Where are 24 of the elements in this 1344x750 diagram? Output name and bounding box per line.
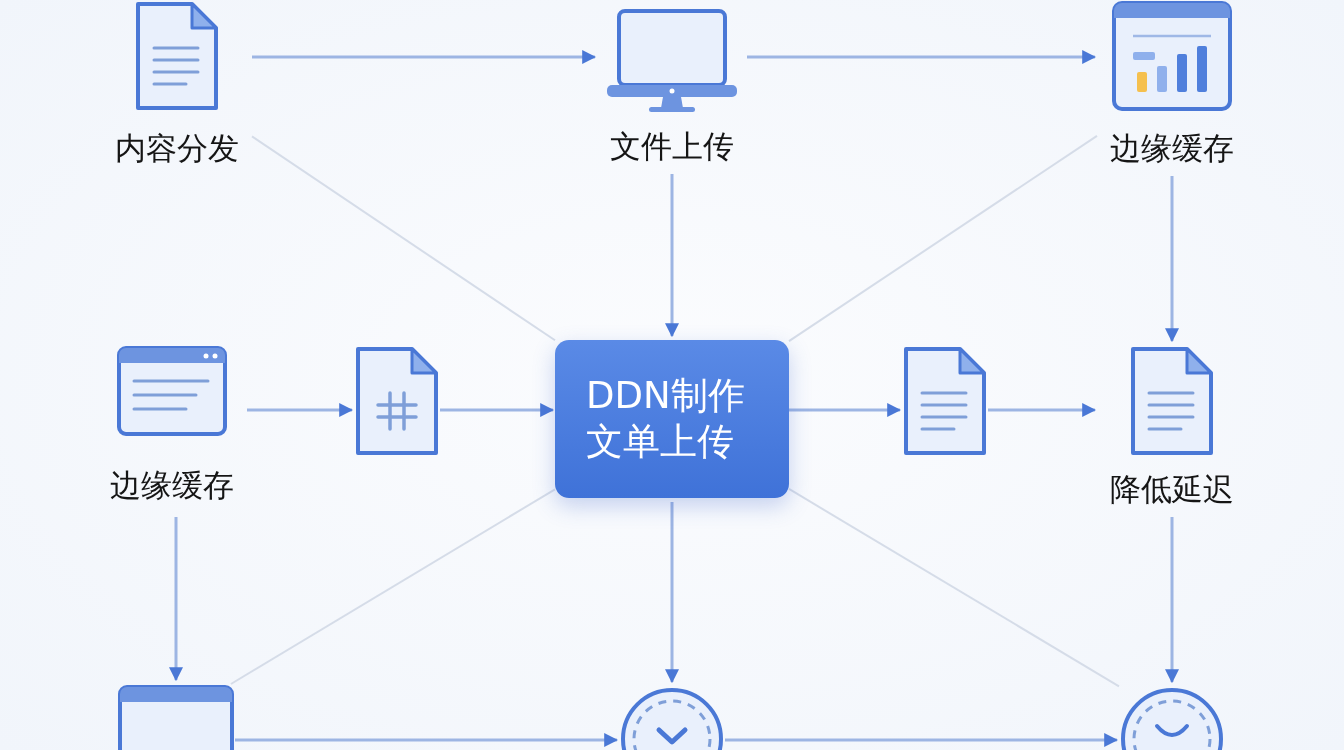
- node-label: 文件上传: [610, 128, 734, 166]
- arrow: [665, 174, 679, 338]
- arrow: [169, 517, 183, 682]
- arrow: [988, 403, 1097, 417]
- arrow: [747, 50, 1097, 64]
- arrow: [789, 403, 902, 417]
- process-box: [555, 340, 789, 498]
- connector-line: [251, 135, 556, 342]
- arrow: [1165, 176, 1179, 343]
- node-label: 内容分发: [115, 130, 239, 168]
- arrow: [247, 403, 354, 417]
- arrow: [235, 733, 619, 747]
- box-label: DDN制作文单上传: [586, 372, 746, 465]
- arrow: [725, 733, 1119, 747]
- node-label: 边缘缓存: [1110, 130, 1234, 168]
- arrow: [252, 50, 597, 64]
- node-label: 降低延迟: [1110, 471, 1234, 509]
- arrow: [1165, 517, 1179, 684]
- connector-line: [229, 488, 556, 685]
- connector-line: [788, 487, 1120, 688]
- connector-line: [788, 134, 1098, 343]
- node-label: 边缘缓存: [110, 467, 234, 505]
- arrow: [440, 403, 555, 417]
- arrow: [665, 502, 679, 684]
